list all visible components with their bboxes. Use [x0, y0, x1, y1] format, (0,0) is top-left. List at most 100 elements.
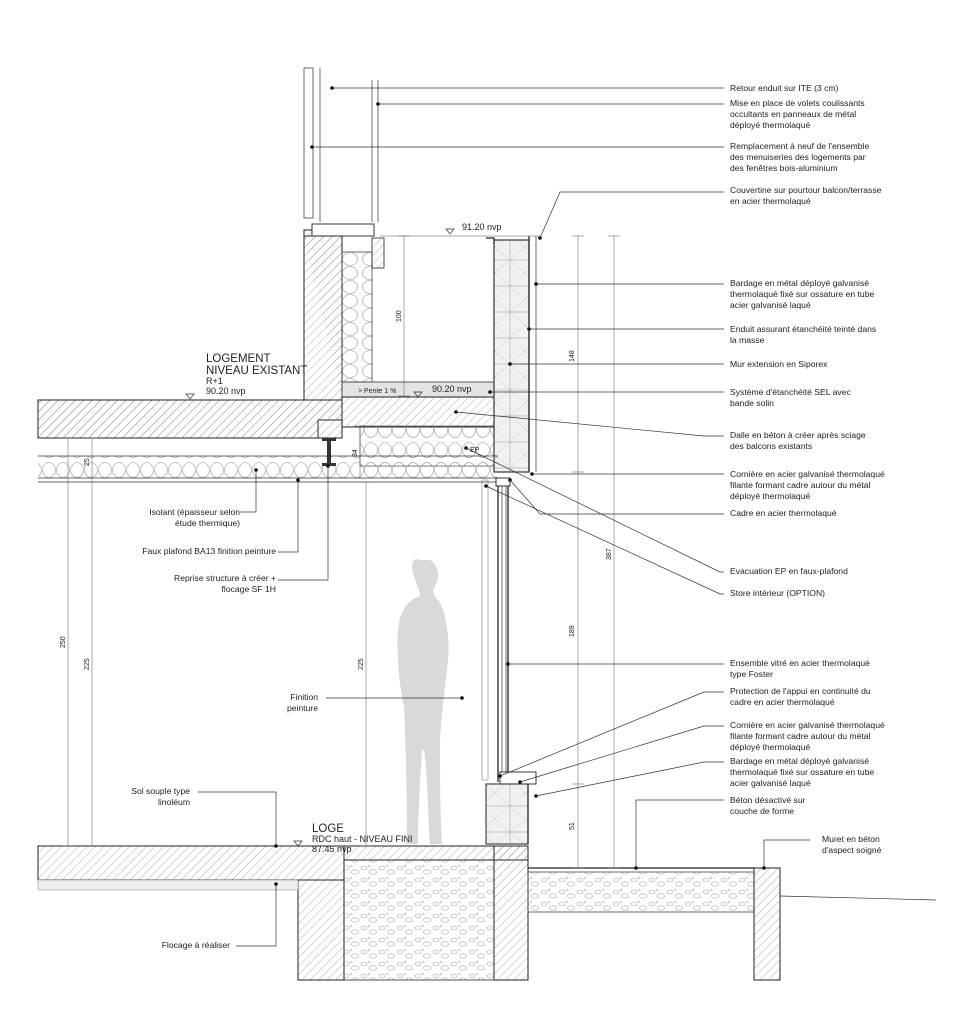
annotation-line: Ensemble vitré en acier thermolaqué — [730, 658, 870, 668]
level-logement-line1: LOGEMENT — [206, 353, 271, 365]
annotation-line: des fenêtres bois-aluminium — [730, 163, 837, 173]
annotation-line: occultants en panneaux de métal — [730, 109, 856, 119]
dim-225-mid: 225 — [358, 658, 365, 670]
annotation-line: flocage SF 1H — [222, 584, 276, 594]
annotations-right: Retour enduit sur ITE (3 cm) Mise en plac… — [730, 83, 885, 855]
annotation-faux-plafond: Faux plafond BA13 finition peinture — [142, 546, 276, 556]
annotation-line: thermolaqué fixé sur ossature en tube — [730, 289, 874, 299]
dim-34: 34 — [352, 449, 359, 457]
annotation-line: Flocage à réaliser — [162, 940, 230, 950]
annotation-line: Bardage en métal déployé galvanisé — [730, 756, 869, 766]
annotation-line: Enduit assurant étanchéité teinté dans — [730, 324, 876, 334]
human-figure — [397, 559, 449, 844]
dimension-lines — [62, 235, 620, 869]
annotation-line: Evacuation EP en faux-plafond — [730, 566, 848, 576]
annotation-line: des balcons existants — [730, 441, 812, 451]
annotation-line: filante formant cadre autour du métal — [730, 731, 871, 741]
dim-387: 387 — [606, 548, 613, 560]
ceiling-insulation — [38, 455, 500, 483]
annotation-reprise-structure: Reprise structure à créer +flocage SF 1H — [174, 573, 276, 594]
annotation-line: Dalle en béton à créer après sciage — [730, 430, 866, 440]
dim-250: 250 — [60, 636, 67, 648]
level-triangle-icon — [293, 840, 303, 847]
window-frames — [319, 68, 379, 222]
steel-beam — [322, 438, 336, 466]
level-logement-line4: 90.20 nvp — [206, 386, 246, 396]
annotation-line: thermolaqué fixé sur ossature en tube — [730, 767, 874, 777]
ground-floor-slab — [37, 845, 529, 981]
level-logement-line3: R+1 — [206, 376, 223, 386]
dim-189: 189 — [569, 625, 576, 637]
annotation-line: peinture — [287, 703, 318, 713]
annotation-line: en acier thermolaqué — [730, 196, 811, 206]
annotation-mur-siporex: Mur extension en Siporex — [730, 359, 828, 369]
annotation-line: Système d'étanchéité SEL avec — [730, 387, 851, 397]
annotation-line: des menuiseries des logements par — [730, 152, 866, 162]
ep-label: EP — [470, 447, 480, 454]
annotation-line: Retour enduit sur ITE (3 cm) — [730, 83, 839, 93]
annotation-line: la masse — [730, 335, 765, 345]
level-top: 91.20 nvp — [462, 222, 502, 232]
dimension-texts: 100 148 387 189 51 34 250 225 25 225 — [60, 310, 613, 830]
annotation-cadre: Cadre en acier thermolaqué — [730, 508, 837, 518]
annotation-line: Bardage en métal déployé galvanisé — [730, 278, 869, 288]
annotation-line: Faux plafond BA13 finition peinture — [142, 546, 276, 556]
annotation-line: couche de forme — [730, 806, 794, 816]
annotation-line: Muret en béton — [822, 834, 880, 844]
exterior-insulation-upper — [341, 237, 385, 383]
annotation-line: linoléum — [158, 797, 190, 807]
annotation-line: acier galvanisé laqué — [730, 778, 811, 788]
annotation-line: Remplacement à neuf de l'ensemble — [730, 141, 869, 151]
annotation-line: Couvertine sur pourtour balcon/terrasse — [730, 185, 882, 195]
leader-lines-left — [198, 464, 464, 947]
annotation-line: Cornière en acier galvanisé thermolaqué — [730, 469, 885, 479]
level-terrace: 90.20 nvp — [432, 384, 472, 394]
annotation-flocage: Flocage à réaliser — [162, 940, 230, 950]
level-loge-line2: RDC haut - NIVEAU FINI — [312, 834, 413, 844]
annotation-line: déployé thermolaqué — [730, 742, 810, 752]
annotation-store: Store intérieur (OPTION) — [730, 588, 825, 598]
level-loge-line3: 87.45 nvp — [312, 844, 352, 854]
level-triangle-icon — [445, 228, 455, 235]
annotation-line: déployé thermolaqué — [730, 120, 810, 130]
dim-25: 25 — [84, 458, 91, 466]
annotation-line: Protection de l'appui en continuité du — [730, 686, 871, 696]
annotation-line: Mise en place de volets coulissants — [730, 98, 865, 108]
annotation-line: étude thermique) — [175, 518, 240, 528]
level-triangle-icon — [413, 391, 423, 398]
annotation-line: Béton désactivé sur — [730, 795, 806, 805]
pente-label: > Pente 1 % — [358, 388, 396, 395]
dim-148: 148 — [569, 350, 576, 362]
glazing-system — [481, 477, 537, 785]
leader-lines-right — [310, 86, 810, 870]
annotation-line: filante formant cadre autour du métal — [730, 480, 871, 490]
dim-51: 51 — [569, 822, 576, 830]
level-triangle-icon — [185, 393, 195, 400]
siporex-wall — [486, 236, 537, 473]
lower-siporex — [485, 783, 529, 845]
annotation-line: déployé thermolaqué — [730, 491, 810, 501]
annotation-line: d'aspect soigné — [822, 845, 882, 855]
annotation-line: cadre en acier thermolaqué — [730, 697, 835, 707]
upper-wall — [37, 67, 375, 439]
annotation-line: acier galvanisé laqué — [730, 300, 811, 310]
annotation-line: Cornière en acier galvanisé thermolaqué — [730, 720, 885, 730]
annotation-line: Cadre en acier thermolaqué — [730, 508, 837, 518]
level-markers: LOGEMENT NIVEAU EXISTANT R+1 90.20 nvp 9… — [185, 222, 502, 854]
annotation-evacuation: Evacuation EP en faux-plafond — [730, 566, 848, 576]
